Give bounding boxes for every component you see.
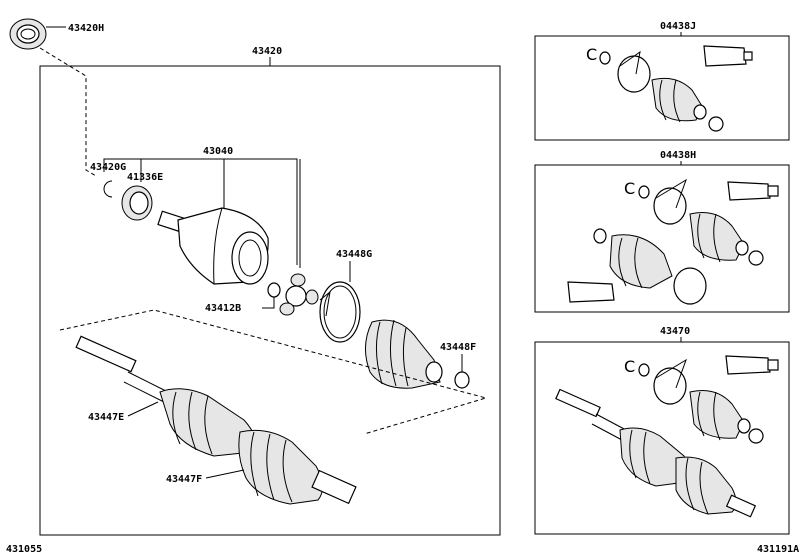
oil-seal-part[interactable]: [121, 185, 153, 221]
label-43470[interactable]: 43470: [660, 326, 690, 337]
snap-ring-part[interactable]: [103, 180, 113, 198]
svg-text:C: C: [586, 45, 597, 64]
kit-43470-parts[interactable]: C: [555, 355, 779, 518]
inboard-boot-part[interactable]: [365, 319, 443, 389]
inner-joint-housing-part[interactable]: [157, 207, 269, 285]
tripod-spider-part[interactable]: [279, 273, 319, 316]
label-43448g[interactable]: 43448G: [336, 249, 372, 260]
svg-text:C: C: [624, 357, 635, 376]
label-43040[interactable]: 43040: [203, 146, 233, 157]
kit-04438j-parts[interactable]: C: [586, 45, 753, 132]
leader-43412b: [262, 297, 275, 309]
kit-04438h-parts[interactable]: C: [567, 178, 779, 305]
label-43412b[interactable]: 43412B: [205, 303, 241, 314]
clip-part[interactable]: [267, 282, 281, 298]
boot-clamp-large-part[interactable]: [319, 281, 361, 343]
label-43448f[interactable]: 43448F: [440, 342, 476, 353]
boot-clamp-small-part[interactable]: [454, 371, 470, 389]
label-43447f[interactable]: 43447F: [166, 474, 202, 485]
kit-box-04438h: [534, 164, 790, 313]
bearing-seal-part[interactable]: [9, 18, 47, 50]
kit-box-04438j: [534, 35, 790, 141]
footer-left-code: 431055: [6, 544, 42, 555]
label-04438j[interactable]: 04438J: [660, 21, 696, 32]
drive-shaft-part[interactable]: [75, 335, 357, 505]
label-04438h[interactable]: 04438H: [660, 150, 696, 161]
footer-right-code: 431191A: [757, 544, 799, 555]
label-43420h[interactable]: 43420H: [68, 23, 104, 34]
label-43420[interactable]: 43420: [252, 46, 282, 57]
dashed-group-outline: [59, 309, 488, 435]
label-43420g[interactable]: 43420G: [90, 162, 126, 173]
leader-43040-bracket: [103, 158, 298, 265]
label-43447e[interactable]: 43447E: [88, 412, 124, 423]
leader-43447f: [205, 469, 245, 479]
svg-text:C: C: [624, 179, 635, 198]
leader-43447e: [127, 401, 159, 417]
kit-box-43470: [534, 341, 790, 535]
label-41336e[interactable]: 41336E: [127, 172, 163, 183]
dashed-ref-43420h: [39, 47, 97, 177]
